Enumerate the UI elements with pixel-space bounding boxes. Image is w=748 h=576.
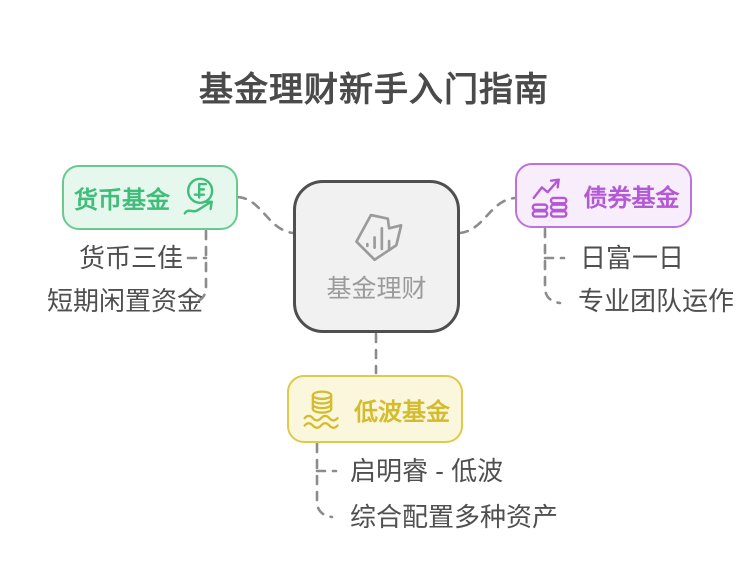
connector-center-to-bond	[458, 196, 517, 235]
bond-fund-child-2: 专业团队运作	[578, 286, 735, 316]
branch-node-bond-fund: 债券基金	[515, 163, 692, 228]
center-node-label: 基金理财	[326, 274, 427, 303]
low-volatility-fund-label: 低波基金	[354, 398, 450, 426]
bond-fund-label: 债券基金	[583, 185, 680, 212]
branch-node-low-volatility-fund: 低波基金	[287, 375, 463, 443]
center-node-fund-management: 基金理财	[293, 180, 460, 333]
coin-stacks-growth-arrow-icon	[528, 173, 574, 219]
low-volatility-fund-child-1: 启明睿 - 低波	[350, 456, 504, 486]
connector-lowvol-children-spine	[315, 442, 334, 519]
coin-stack-waves-icon	[300, 385, 344, 433]
connector-bond-children-spine	[543, 227, 562, 305]
fund-gem-chart-icon	[346, 209, 408, 267]
branch-node-money-fund: 货币基金	[62, 165, 238, 230]
page-title: 基金理财新手入门指南	[199, 71, 549, 109]
connector-money-children-spine	[189, 229, 208, 305]
franc-coin-trend-arrow-icon	[180, 175, 226, 221]
money-fund-label: 货币基金	[74, 187, 170, 214]
money-fund-child-2: 短期闲置资金	[46, 286, 203, 316]
low-volatility-fund-child-2: 综合配置多种资产	[350, 502, 559, 532]
bond-fund-child-1: 日富一日	[580, 243, 685, 273]
connector-center-to-money	[236, 195, 295, 235]
money-fund-child-1: 货币三佳	[78, 243, 183, 273]
